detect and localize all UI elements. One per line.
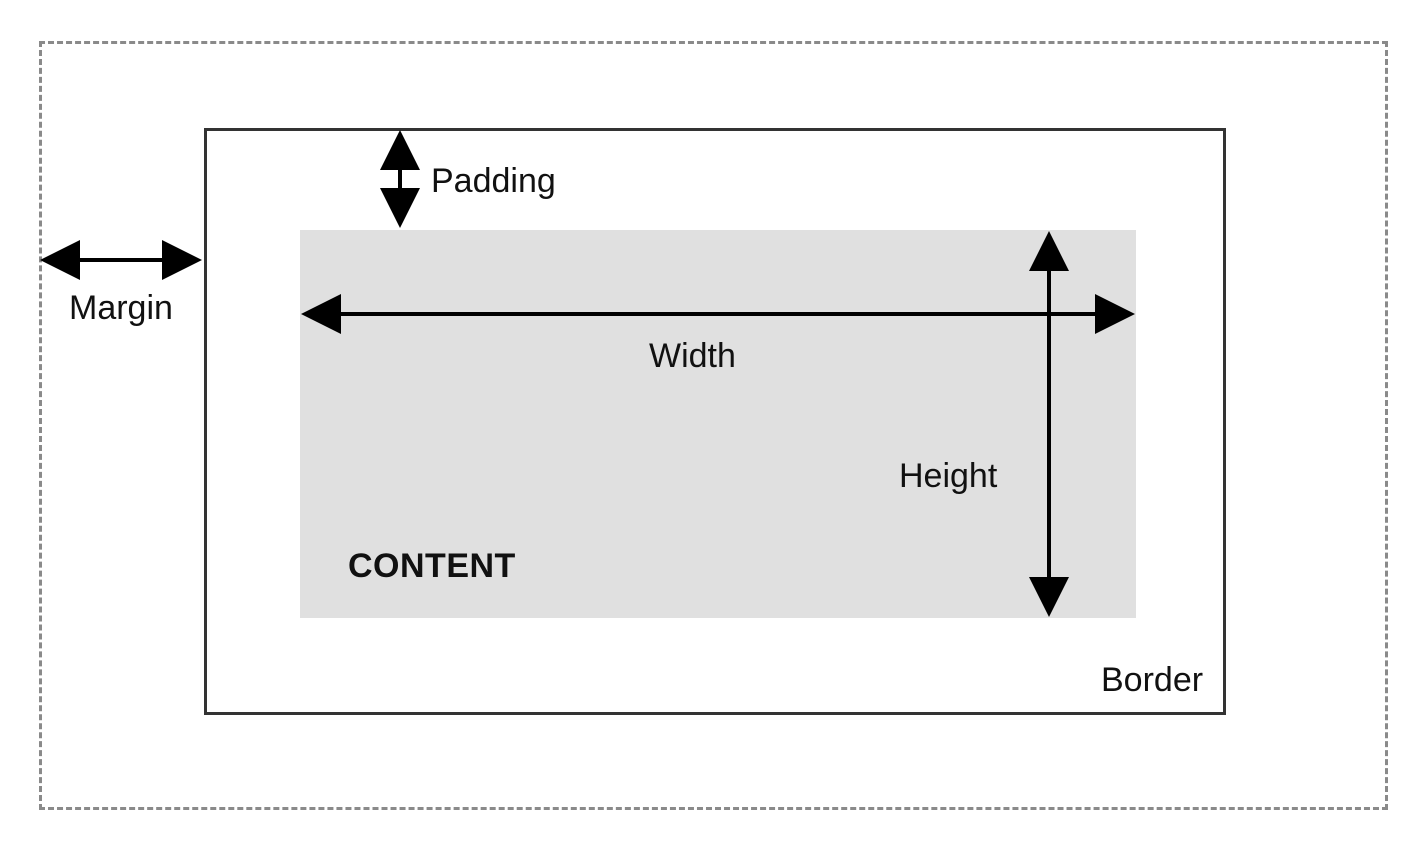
- margin-label: Margin: [69, 289, 173, 327]
- border-area: [204, 128, 1226, 715]
- height-label: Height: [899, 457, 998, 495]
- margin-area: [39, 41, 1388, 810]
- border-label: Border: [1101, 661, 1204, 699]
- content-label: CONTENT: [348, 547, 516, 585]
- padding-label: Padding: [431, 162, 556, 200]
- width-label: Width: [649, 337, 736, 375]
